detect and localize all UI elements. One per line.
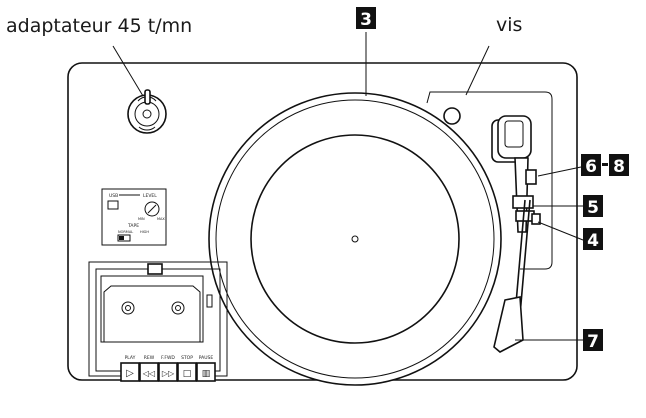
cassette-door[interactable] xyxy=(100,275,204,343)
usb-label: USB xyxy=(109,193,118,199)
play-icon: ▷ xyxy=(126,368,134,379)
callout-3-box xyxy=(356,7,376,29)
stop-button[interactable] xyxy=(177,362,197,382)
callout-7-box xyxy=(583,329,603,351)
fast-forward-button[interactable] xyxy=(158,362,178,382)
callout-8-box xyxy=(609,154,629,176)
callout-6-box xyxy=(581,154,601,176)
screw-label: vis xyxy=(496,14,522,36)
cassette-deck: PLAY REW F.FWD STOP PAUSE ▷ ◁◁ ▷▷ □ ▥ xyxy=(88,261,228,382)
fast-forward-label: F.FWD xyxy=(161,355,175,361)
tape-switch[interactable] xyxy=(117,234,131,242)
tonearm-base-plate xyxy=(426,91,553,270)
callout-7: 7 xyxy=(587,332,599,352)
pause-label: PAUSE xyxy=(199,355,214,361)
callout-3: 3 xyxy=(360,10,372,30)
callout-6: 6 xyxy=(585,157,597,177)
level-max-label: MAX xyxy=(157,217,165,221)
rewind-label: REW xyxy=(144,355,155,361)
level-label: LEVEL xyxy=(143,193,157,199)
callout-8: 8 xyxy=(613,157,625,177)
rewind-button[interactable] xyxy=(139,362,159,382)
tape-high-label: HIGH xyxy=(140,230,149,234)
play-button[interactable] xyxy=(120,362,140,382)
callout-5-box xyxy=(583,195,603,217)
callout-4: 4 xyxy=(587,231,599,251)
screw-hole xyxy=(443,107,461,125)
play-label: PLAY xyxy=(125,355,136,361)
level-min-label: MIN xyxy=(138,217,145,221)
reel-right-icon xyxy=(171,301,185,315)
stop-label: STOP xyxy=(181,355,193,361)
reel-left-icon xyxy=(121,301,135,315)
tape-label: TAPE xyxy=(127,223,139,229)
adapter-45-icon xyxy=(127,89,167,134)
rewind-icon: ◁◁ xyxy=(142,369,155,378)
pause-icon: ▥ xyxy=(202,369,211,379)
adapter-label: adaptateur 45 t/mn xyxy=(6,15,192,37)
usb-level-panel: USB LEVEL MIN MAX TAPE NORMAL HIGH xyxy=(101,188,167,246)
callout-4-box xyxy=(583,228,603,250)
stop-icon: □ xyxy=(183,369,192,379)
pause-button[interactable] xyxy=(196,362,216,382)
platter xyxy=(208,92,502,386)
callout-5: 5 xyxy=(587,198,599,218)
callout-dash xyxy=(602,163,608,166)
level-knob[interactable] xyxy=(144,201,160,217)
tape-normal-label: NORMAL xyxy=(118,230,133,234)
tonearm xyxy=(491,115,541,353)
fast-forward-icon: ▷▷ xyxy=(162,369,175,378)
usb-port-icon xyxy=(107,200,119,210)
